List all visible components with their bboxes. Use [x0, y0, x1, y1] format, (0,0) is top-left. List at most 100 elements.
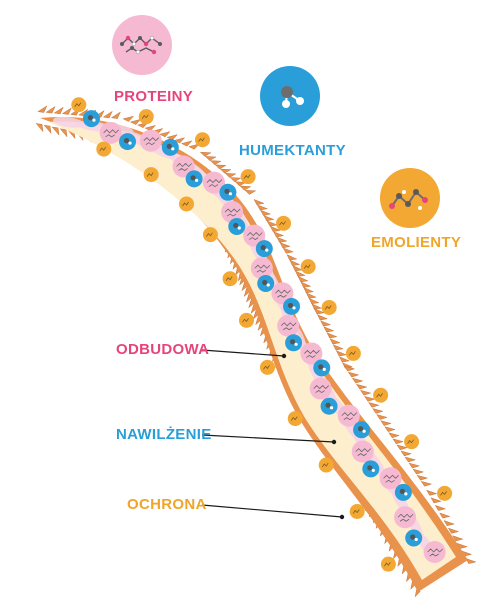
cuticle-scale	[434, 505, 447, 511]
cuticle-scale	[404, 456, 416, 463]
emollient-particle	[276, 215, 292, 231]
cuticle-scale	[129, 118, 142, 125]
cuticle-scale	[286, 254, 298, 261]
ochrona-leader-line	[201, 504, 343, 518]
emollient-particle	[222, 271, 238, 287]
cuticle-scale	[332, 344, 344, 351]
emollient-particle	[259, 359, 275, 375]
humectant-particle	[161, 138, 179, 156]
emollient-particle	[349, 503, 365, 519]
cuticle-scale	[339, 356, 351, 363]
protein-particle	[379, 467, 402, 490]
cuticle-scale	[303, 286, 315, 294]
cuticle-scale	[443, 520, 455, 526]
emollient-particle	[300, 259, 316, 275]
humectant-particle	[362, 460, 380, 478]
protein-particle	[99, 121, 122, 144]
cuticle-scale	[347, 371, 360, 378]
protein-particle	[243, 224, 266, 247]
protein-particle	[221, 201, 244, 224]
protein-particle	[337, 404, 360, 427]
cuticle-scale	[239, 185, 252, 191]
humectant-molecule-icon	[260, 66, 320, 126]
emollient-particle	[202, 227, 218, 243]
humectant-particle	[82, 110, 100, 128]
emollient-particle	[143, 167, 159, 183]
odbudowa-leader-line	[201, 349, 285, 357]
cuticle-scale	[45, 106, 56, 114]
protein-particle	[172, 155, 195, 178]
humectant-particle	[353, 421, 371, 439]
emollient-particle	[194, 132, 210, 148]
protein-particle	[309, 377, 332, 400]
active-ingredients	[71, 97, 453, 572]
cuticle-scale	[292, 265, 304, 272]
humectant-particle	[405, 529, 423, 547]
cuticle-scale	[181, 140, 193, 147]
cuticle-scale	[173, 137, 186, 144]
cuticle-scale	[447, 527, 460, 534]
cuticle-scale	[35, 123, 44, 133]
cuticle-scale	[376, 414, 388, 420]
cuticle-scale	[110, 111, 121, 119]
cuticle-scale	[214, 164, 227, 170]
cuticle-scale	[416, 474, 429, 481]
emollient-particle	[138, 109, 154, 125]
ochrona-leader-dot	[339, 514, 345, 520]
cuticle-scale	[256, 204, 268, 211]
cuticle-scale	[323, 326, 335, 333]
cuticle-scale	[465, 558, 477, 564]
legend-label-proteiny: PROTEINY	[114, 88, 194, 105]
cuticle-scale	[408, 462, 421, 469]
cuticle-scale	[276, 236, 288, 243]
nawilzenie-leader-dot	[331, 439, 337, 445]
cuticle-scale	[372, 408, 384, 414]
emollient-particle	[240, 169, 256, 185]
cuticle-scale	[364, 396, 376, 402]
cuticle-scale	[320, 320, 332, 327]
protein-molecule-icon	[112, 15, 172, 75]
emollient-particle	[239, 312, 255, 328]
callout-ochrona: OCHRONA	[127, 496, 207, 513]
cortex-fiber	[52, 116, 85, 128]
cuticle-scale	[426, 489, 438, 496]
emollient-particle	[345, 345, 361, 361]
cuticle-scale	[368, 402, 380, 408]
protein-particle	[300, 342, 323, 365]
cuticle-scale	[219, 168, 232, 174]
cuticle-scale	[166, 134, 178, 141]
cuticle-scale	[122, 115, 135, 122]
cuticle-scale	[159, 131, 171, 138]
cuticle-scale	[311, 303, 323, 310]
legend-label-emolienty: EMOLIENTY	[371, 234, 462, 251]
cuticle-scale	[244, 190, 257, 195]
humectant-particle	[255, 240, 273, 258]
humectant-particle	[313, 359, 331, 377]
emollient-particle	[71, 97, 87, 113]
cuticle-scale	[306, 292, 317, 299]
cuticle-scale	[420, 480, 433, 487]
cuticle-scale	[380, 420, 392, 426]
humectant-particle	[119, 133, 137, 151]
legend-label-humektanty: HUMEKTANTY	[239, 142, 346, 159]
cuticle-scale	[269, 226, 281, 232]
emollient-particle	[437, 485, 453, 501]
protein-particle	[277, 314, 300, 337]
cuticle-scale	[297, 276, 309, 283]
cuticle-scale	[204, 156, 217, 161]
cuticle-scale	[61, 107, 72, 115]
emollient-molecule-icon	[380, 168, 440, 228]
cuticle-scale	[343, 365, 356, 372]
cuticle-scale	[356, 383, 368, 390]
emollient-particle	[179, 196, 195, 212]
cuticle-scale	[351, 377, 364, 384]
cuticle-scale	[253, 199, 265, 206]
humectant-particle	[228, 217, 246, 235]
odbudowa-leader-dot	[281, 353, 287, 359]
cuticle-scale	[224, 173, 237, 178]
emollient-particle	[373, 387, 389, 403]
protein-particle	[139, 129, 162, 152]
cuticle-scale	[282, 247, 294, 254]
cuticle-scale	[37, 105, 48, 113]
